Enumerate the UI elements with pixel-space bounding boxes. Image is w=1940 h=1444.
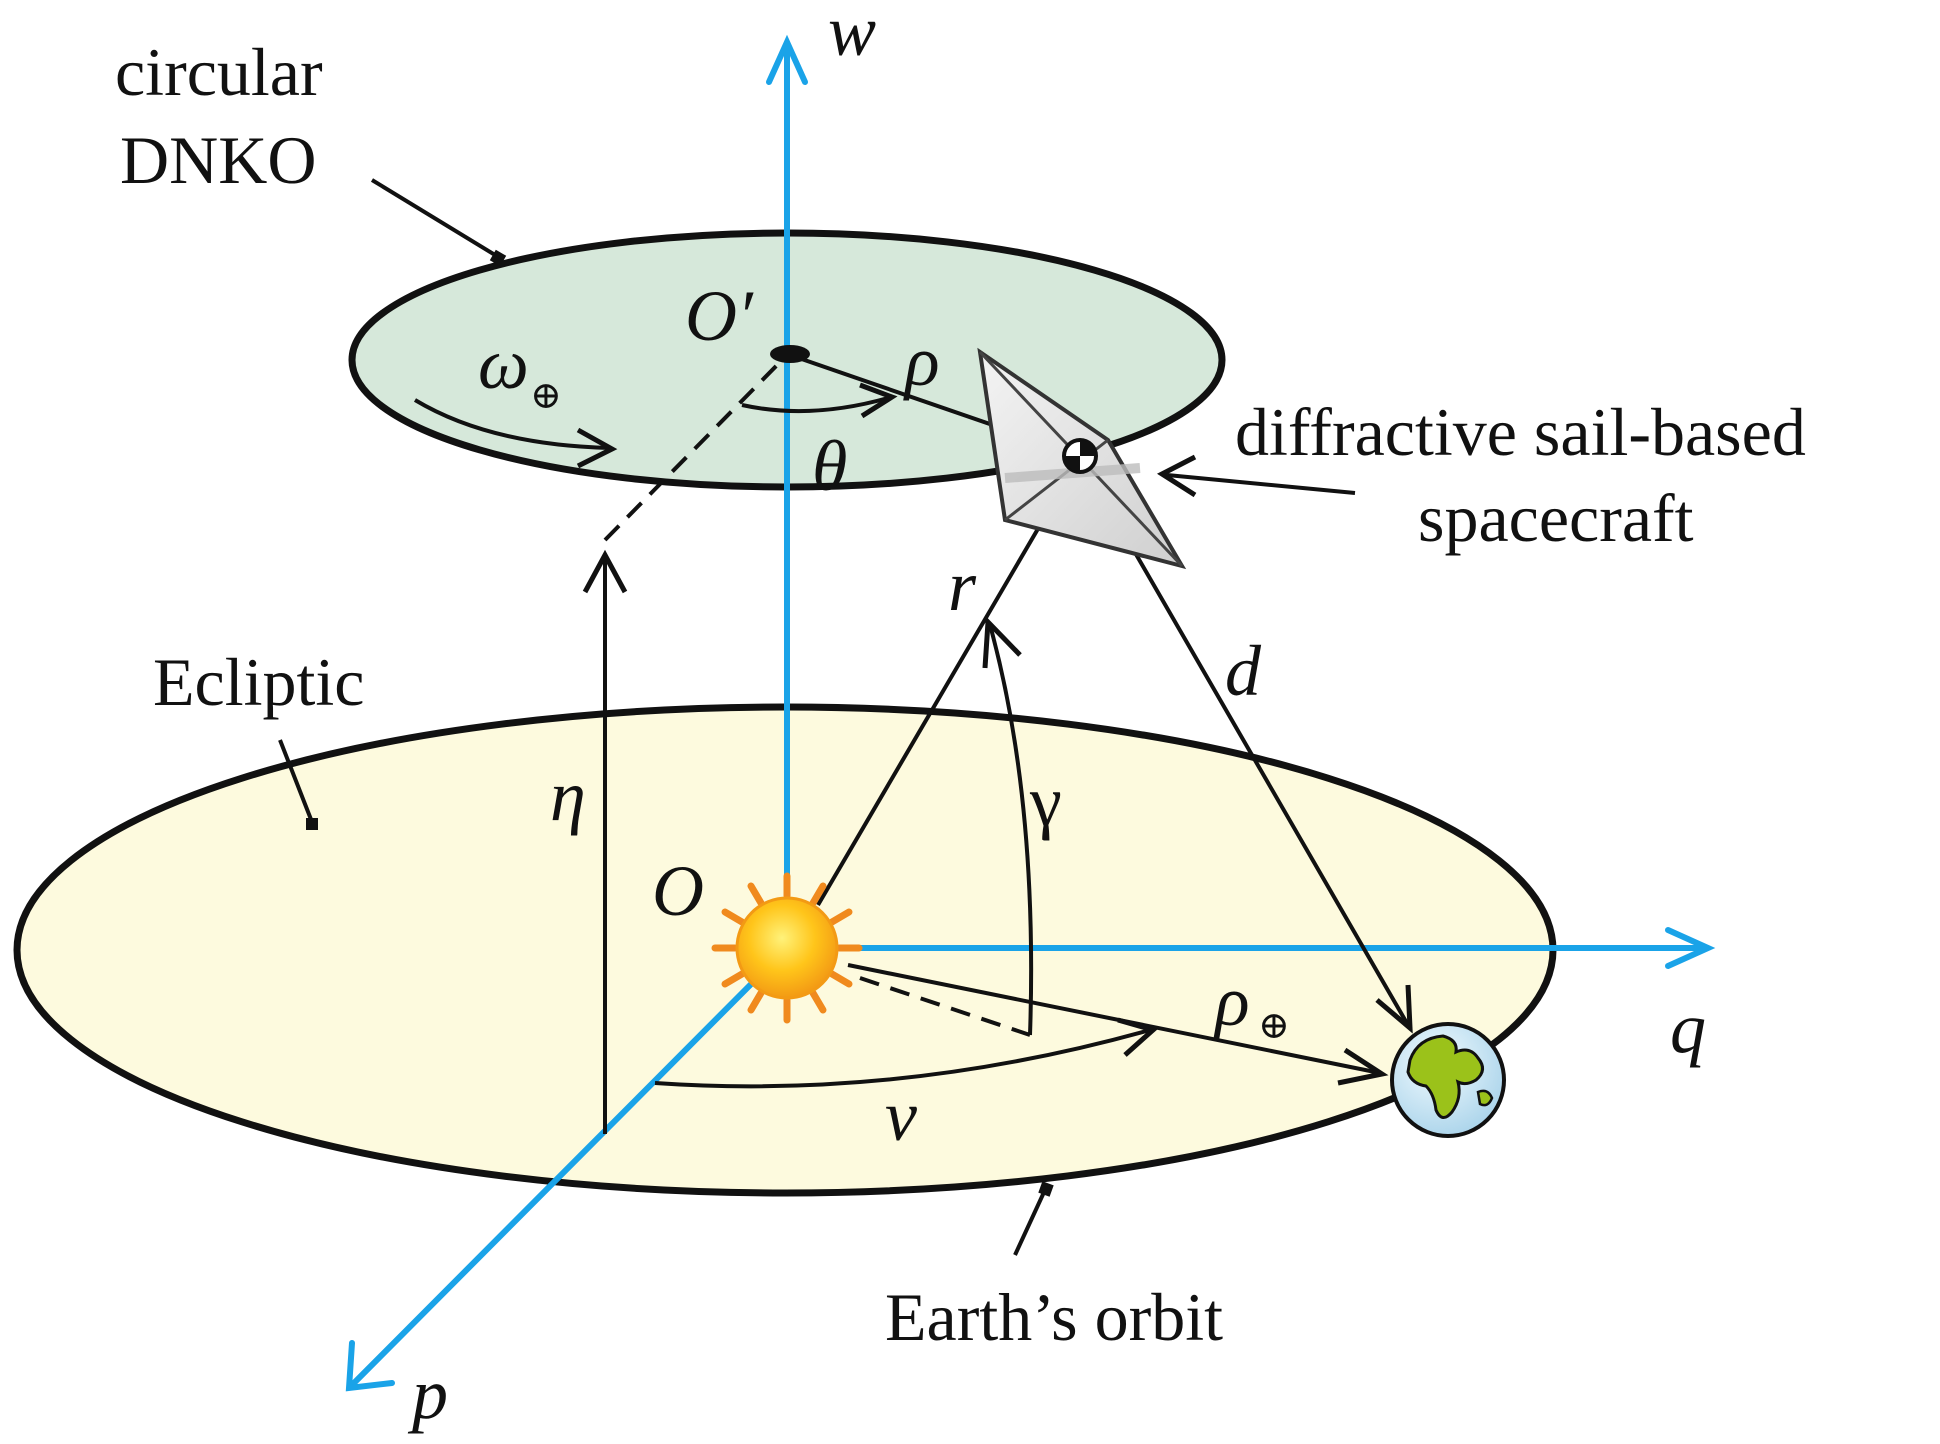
earth-orbit-leader <box>1013 1189 1047 1256</box>
eta-arrowhead <box>582 549 628 594</box>
earth-orbit-label: Earth’s orbit <box>885 1279 1223 1355</box>
sun-icon <box>711 872 863 1024</box>
earth-icon <box>1390 1022 1506 1138</box>
sail-label-line1: diffractive sail-based <box>1235 394 1806 470</box>
dnko-leader <box>370 178 502 260</box>
nu-label: ν <box>885 1076 917 1156</box>
svg-text:⊕: ⊕ <box>530 375 562 417</box>
nu-arrowhead <box>1117 1017 1159 1057</box>
theta-arc <box>741 396 889 414</box>
axis-w-label: w <box>828 0 876 71</box>
axis-p-arrowhead <box>345 1340 395 1392</box>
d-label: d <box>1225 631 1262 711</box>
rho-earth-arrowhead <box>1337 1047 1389 1086</box>
rho-earth-label: ρ ⊕ <box>1213 961 1290 1047</box>
origin-o-label: O <box>652 851 704 931</box>
ecliptic-label: Ecliptic <box>153 644 364 720</box>
svg-text:⊕: ⊕ <box>1258 1005 1290 1047</box>
dnko-label-line2: DNKO <box>120 122 316 198</box>
sail-label-line2: spacecraft <box>1418 480 1694 556</box>
axes <box>345 34 1716 1392</box>
omega-arc <box>413 398 611 450</box>
sail-leader-arrowhead <box>1156 454 1197 498</box>
o-prime-point <box>770 345 810 363</box>
omega-arrowhead <box>576 427 618 469</box>
svg-text:ρ: ρ <box>1213 961 1250 1041</box>
sail-spacecraft-icon <box>977 347 1187 570</box>
d-vector <box>1098 490 1410 1027</box>
construction-lines <box>278 178 1413 1256</box>
ecliptic-leader-marker <box>306 818 318 830</box>
axis-q-arrowhead <box>1665 927 1716 969</box>
dnko-label-line1: circular <box>115 34 323 110</box>
sail-leader <box>1166 473 1356 495</box>
origin-o-prime-label: O′ <box>685 276 754 356</box>
omega-earth-label: ω ⊕ <box>478 324 562 417</box>
earth-orbit-leader-marker <box>1038 1181 1054 1197</box>
rho-label: ρ <box>903 321 940 401</box>
rho-earth-vector <box>847 963 1381 1075</box>
eta-label: η <box>550 756 586 836</box>
gamma-arrowhead <box>982 616 1022 669</box>
theta-label: θ <box>812 426 847 506</box>
axis-p-label: p <box>407 1354 448 1434</box>
gamma-arc <box>988 624 1034 1036</box>
nu-arc <box>654 1028 1151 1089</box>
r-label: r <box>948 546 977 626</box>
theta-arrowhead <box>859 382 898 419</box>
gamma-label: γ <box>1029 761 1062 841</box>
projection-dashed-upper <box>603 353 789 542</box>
r-vector <box>816 484 1065 907</box>
axis-w-arrowhead <box>766 34 808 85</box>
axis-p-line <box>349 945 790 1388</box>
svg-text:ω: ω <box>478 324 529 404</box>
ecliptic-leader <box>278 739 314 823</box>
axis-q-label: q <box>1670 988 1706 1068</box>
dnko-leader-marker <box>489 249 507 267</box>
d-arrowhead <box>1375 984 1413 1034</box>
